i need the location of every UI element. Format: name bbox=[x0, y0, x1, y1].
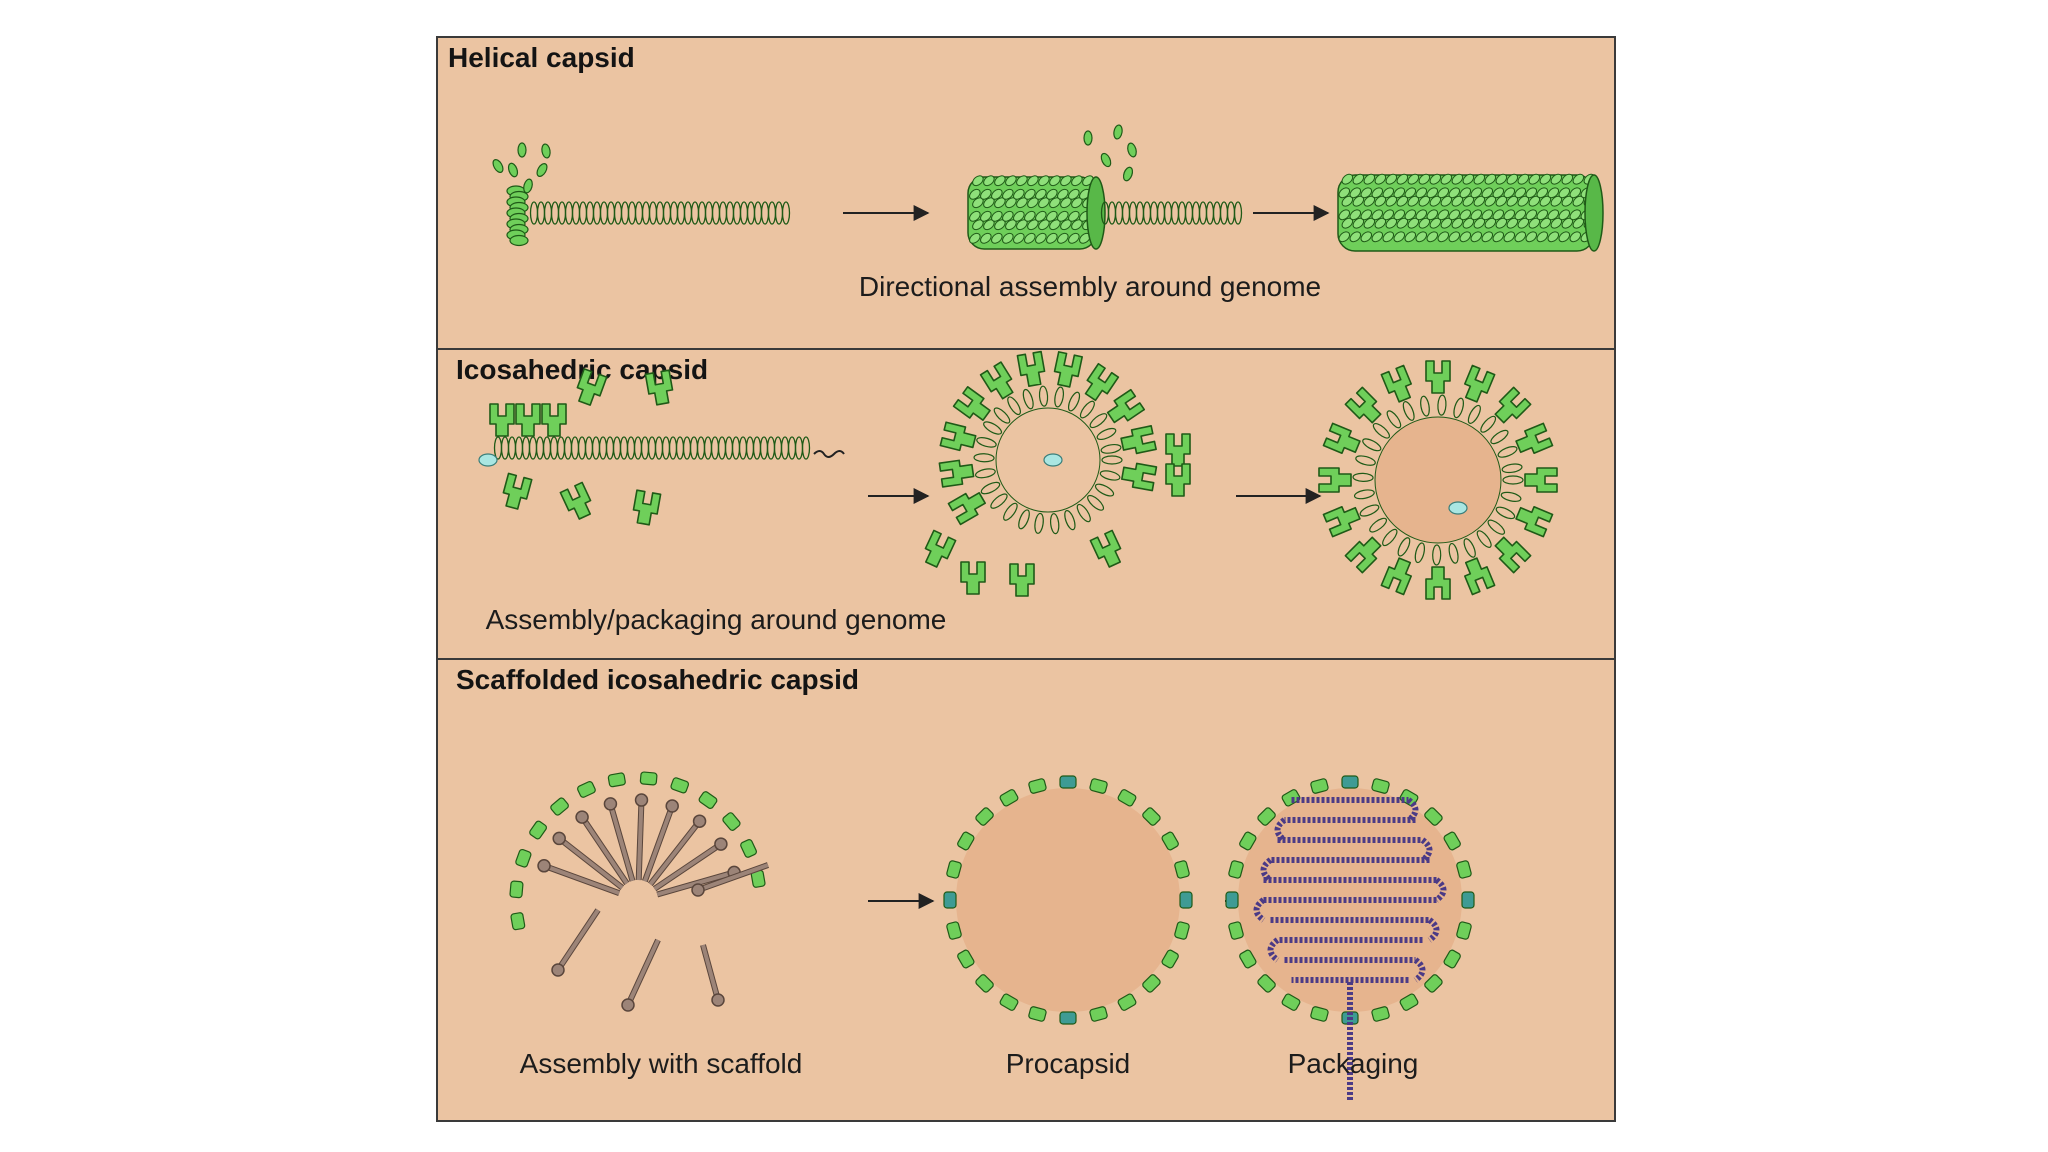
capsomer-protein bbox=[1009, 563, 1035, 597]
capsomer-protein bbox=[515, 403, 541, 437]
complete-helical-capsid bbox=[1337, 173, 1604, 252]
caption-icosahedric: Assembly/packaging around genome bbox=[485, 604, 947, 635]
capsomer-protein bbox=[952, 386, 991, 421]
partial-capsid-shell bbox=[509, 771, 766, 931]
mature-capsid-shell bbox=[1225, 775, 1475, 1025]
capsomer-protein bbox=[1322, 505, 1361, 538]
capsomer-protein bbox=[1318, 467, 1352, 493]
capsomer-protein bbox=[947, 492, 986, 526]
capsomer-protein bbox=[1515, 422, 1554, 455]
packaging-motor bbox=[1448, 501, 1468, 515]
capsomer-protein bbox=[1106, 388, 1146, 424]
capsomer-protein bbox=[939, 421, 977, 452]
icosahedric-capsid-panel: Icosahedric capsid Assembly/packaging ar… bbox=[438, 348, 1614, 658]
capsomer-protein bbox=[502, 472, 533, 510]
capsomer-protein bbox=[1463, 364, 1496, 403]
capsomer-protein bbox=[1120, 425, 1157, 455]
capsomer-protein bbox=[1494, 536, 1532, 574]
caption-assembly-with-scaffold: Assembly with scaffold bbox=[519, 1048, 803, 1079]
capsomer-protein bbox=[1425, 360, 1451, 394]
packaging-motor bbox=[1043, 453, 1063, 467]
caption-packaging: Packaging bbox=[1287, 1048, 1419, 1079]
capsomer-protein bbox=[1524, 467, 1558, 493]
capsomer-protein bbox=[960, 561, 986, 595]
scaffold-proteins bbox=[537, 793, 770, 1012]
free-capsid-proteins bbox=[1083, 124, 1137, 182]
capsomer-protein bbox=[1322, 422, 1361, 455]
capsid-interior bbox=[1374, 416, 1502, 544]
capsomer-protein bbox=[1494, 386, 1532, 424]
capsomer-protein bbox=[644, 369, 674, 406]
capsomer-protein bbox=[1380, 557, 1413, 596]
initial-helix-nucleus bbox=[506, 185, 529, 247]
capsomer-protein bbox=[1515, 505, 1554, 538]
capsomer-protein bbox=[1165, 433, 1191, 467]
capsomer-protein bbox=[1425, 566, 1451, 600]
genome-coil bbox=[529, 201, 791, 225]
capsomer-protein bbox=[632, 489, 662, 526]
capsomer-protein bbox=[1016, 350, 1046, 387]
helical-capsid-panel: Helical capsid Directional assembly arou… bbox=[438, 38, 1614, 348]
capsomer-protein bbox=[1089, 529, 1122, 568]
packaged-genome-dna bbox=[1253, 797, 1447, 1100]
icosahedric-assembly-illustration bbox=[478, 350, 1558, 600]
capsomer-protein bbox=[1084, 362, 1120, 402]
procapsid-shell bbox=[943, 775, 1193, 1025]
capsomer-protein bbox=[1344, 536, 1382, 574]
capsid-assembly-figure: Helical capsid Directional assembly arou… bbox=[436, 36, 1616, 1122]
capsomer-protein bbox=[541, 403, 567, 437]
genome-coil bbox=[1100, 201, 1243, 225]
genome-coil bbox=[493, 436, 811, 460]
free-capsid-proteins bbox=[492, 142, 551, 194]
panel-title: Scaffolded icosahedric capsid bbox=[456, 664, 860, 695]
scaffolded-assembly-illustration bbox=[509, 771, 1475, 1100]
scaffolded-capsid-panel: Scaffolded icosahedric capsid Assembly w… bbox=[438, 658, 1614, 1120]
capsomer-protein bbox=[938, 459, 975, 488]
capsomer-protein bbox=[1053, 351, 1083, 388]
growing-helical-tube bbox=[967, 175, 1106, 250]
packaging-motor bbox=[478, 453, 498, 467]
capsomer-protein bbox=[489, 403, 515, 437]
genome-tail bbox=[813, 450, 845, 458]
capsomer-protein bbox=[1380, 364, 1413, 403]
helical-assembly-illustration bbox=[492, 124, 1604, 252]
capsomer-protein bbox=[1463, 557, 1496, 596]
caption-helical: Directional assembly around genome bbox=[858, 271, 1322, 302]
panel-title: Helical capsid bbox=[448, 42, 635, 73]
capsomer-protein bbox=[576, 368, 608, 406]
capsomer-protein bbox=[1165, 463, 1191, 497]
capsomer-protein bbox=[559, 481, 592, 520]
capsomer-protein bbox=[1121, 462, 1158, 492]
capsomer-protein bbox=[924, 529, 957, 568]
complete-icosahedral-capsid bbox=[1318, 360, 1558, 600]
procapsid-interior bbox=[956, 788, 1180, 1012]
partial-capsid-ring bbox=[938, 350, 1158, 535]
caption-procapsid: Procapsid bbox=[1005, 1048, 1131, 1079]
capsomer-protein bbox=[1344, 386, 1382, 424]
capsomer-protein bbox=[979, 361, 1014, 400]
